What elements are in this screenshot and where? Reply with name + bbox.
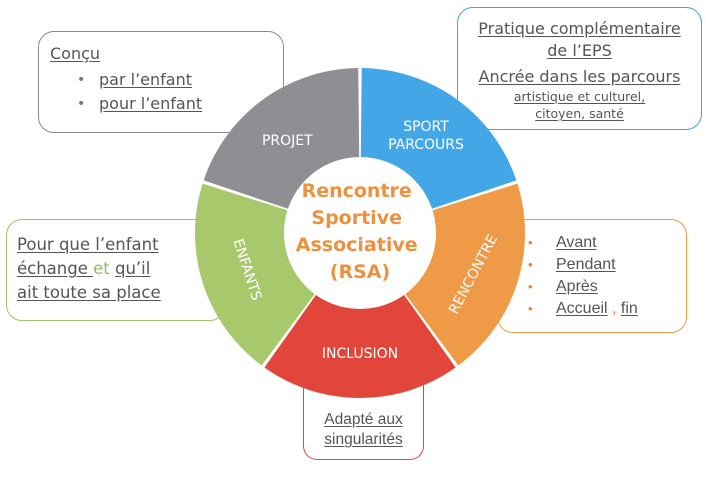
rencontre-item-text: Accueil: [556, 300, 608, 317]
rencontre-list: • Avant • Pendant • Après • Accueil , fin: [528, 232, 638, 320]
sport-line3: artistique et culturel, citoyen, santé: [458, 88, 701, 122]
segment-label-line: PROJET: [262, 133, 313, 149]
list-item: • Accueil , fin: [528, 298, 638, 320]
list-item: • Après: [528, 276, 638, 298]
rencontre-item-text: fin: [620, 300, 638, 317]
list-item: • pour l’enfant: [77, 92, 202, 116]
callout-enfants: Pour que l’enfant échange et qu’il ait t…: [6, 219, 226, 321]
projet-item-text: pour l’enfant: [99, 94, 203, 113]
enfants-text: Pour que l’enfant échange et qu’il ait t…: [17, 233, 161, 305]
center-title: Rencontre Sportive Associative (RSA): [296, 180, 424, 283]
sport-line2: Ancrée dans les parcours: [458, 66, 701, 88]
segment-label-inclusion: INCLUSION: [322, 346, 398, 362]
rencontre-separator: ,: [607, 300, 621, 317]
segment-inclusion: [264, 290, 456, 398]
bullet-icon: •: [77, 96, 86, 112]
enfants-part2b: qu’il: [115, 259, 151, 278]
sport-line1b-text: de l’EPS: [547, 41, 612, 60]
callout-rencontre: • Avant • Pendant • Après • Accueil , fin: [497, 219, 687, 333]
inclusion-line1: Adapté aux: [324, 411, 403, 428]
callout-sport: Pratique complémentaire de l’EPS Ancrée d…: [457, 7, 702, 130]
list-item: • par l’enfant: [77, 68, 202, 92]
list-item: • Pendant: [528, 254, 638, 276]
center-line: Associative: [296, 234, 418, 256]
sport-line2-text: Ancrée dans les parcours: [478, 67, 681, 86]
enfants-part3: ait toute sa place: [17, 283, 161, 302]
bullet-icon: •: [528, 257, 533, 272]
list-item: • Avant: [528, 232, 638, 254]
bullet-icon: •: [528, 279, 533, 294]
projet-title: Conçu: [50, 44, 101, 63]
sport-line1-text: Pratique complémentaire: [478, 19, 681, 38]
projet-item-text: par l’enfant: [99, 70, 192, 89]
projet-list: • par l’enfant • pour l’enfant: [77, 68, 202, 116]
segment-label-line: INCLUSION: [322, 346, 398, 362]
wheel-segments: [194, 68, 525, 398]
rencontre-item-text: Après: [556, 278, 598, 295]
center-line: Rencontre: [302, 180, 412, 202]
inclusion-text: Adapté aux singularités: [304, 410, 423, 450]
segment-label-line: SPORT: [403, 119, 449, 135]
sport-line3b-text: citoyen, santé: [535, 106, 624, 121]
enfants-part2a: échange: [17, 259, 94, 278]
sport-line3-text: artistique et culturel,: [513, 89, 646, 104]
rencontre-item-text: Pendant: [556, 256, 616, 273]
enfants-connector: et: [93, 259, 110, 278]
wheel-hub: [284, 157, 436, 309]
callout-projet: Conçu • par l’enfant • pour l’enfant: [38, 31, 284, 133]
bullet-icon: •: [528, 235, 533, 250]
enfants-part1: Pour que l’enfant: [17, 235, 159, 254]
segment-label-projet: PROJET: [262, 133, 313, 149]
rencontre-item-text: Avant: [556, 234, 597, 251]
bullet-icon: •: [528, 301, 533, 316]
segment-label-line: PARCOURS: [388, 137, 464, 153]
segment-label-sport: SPORT PARCOURS: [388, 119, 464, 153]
sport-line1: Pratique complémentaire de l’EPS: [458, 18, 701, 62]
center-line: Sportive: [311, 207, 402, 229]
bullet-icon: •: [77, 72, 86, 88]
inclusion-line2: singularités: [324, 431, 403, 448]
center-line: (RSA): [330, 261, 390, 283]
